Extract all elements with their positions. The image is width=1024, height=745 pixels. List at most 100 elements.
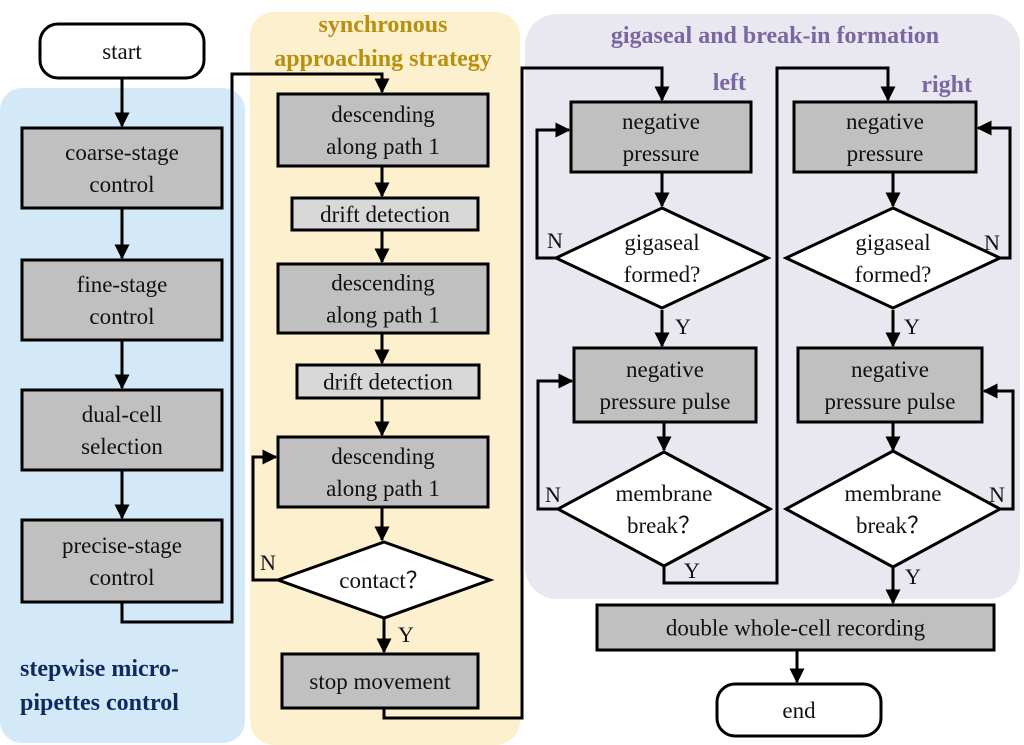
node-negL: negative pressure — [569, 100, 753, 174]
process-shape — [572, 346, 758, 424]
process-shape — [276, 92, 490, 168]
node-label: precise-stage — [62, 533, 182, 558]
node-desc1: descending along path 1 — [276, 92, 490, 168]
node-label: gigaseal — [855, 230, 930, 255]
label-breakL-no: N — [545, 482, 561, 507]
edge-breakL-no — [536, 373, 574, 511]
node-label: coarse-stage — [65, 140, 179, 165]
node-dual: dual-cell selection — [20, 388, 224, 472]
node-label: fine-stage — [77, 272, 168, 297]
edge-gigaL-no — [535, 122, 571, 260]
node-label: descending — [331, 102, 435, 127]
node-label: membrane — [615, 481, 712, 506]
node-desc2: descending along path 1 — [276, 262, 490, 335]
node-label: negative — [851, 357, 929, 382]
process-shape — [796, 346, 984, 424]
decision-shape — [782, 449, 1004, 569]
node-label: control — [89, 304, 154, 329]
node-stop: stop movement — [280, 652, 480, 710]
node-label: end — [782, 698, 816, 723]
decision-shape — [273, 540, 495, 620]
process-shape — [20, 258, 224, 342]
node-label: membrane — [844, 481, 941, 506]
node-end: end — [715, 682, 883, 738]
label-gigaR-yes: Y — [904, 314, 920, 339]
edge-gigaR-no — [976, 120, 1012, 260]
node-label: control — [89, 565, 154, 590]
node-label: gigaseal — [624, 230, 699, 255]
decision-shape — [782, 206, 1004, 310]
node-label: double whole-cell recording — [666, 616, 926, 641]
process-shape — [295, 363, 481, 400]
label-gigaL-yes: Y — [675, 314, 691, 339]
connectors — [114, 66, 1015, 720]
node-label: negative — [622, 109, 700, 134]
node-label: negative — [626, 357, 704, 382]
node-label: break？ — [627, 513, 701, 538]
node-breakL: membrane break？ — [554, 450, 774, 568]
decision-shape — [554, 450, 774, 568]
node-label: break？ — [856, 513, 930, 538]
node-precise: precise-stage control — [20, 518, 224, 604]
process-shape — [792, 100, 978, 174]
process-shape — [20, 518, 224, 604]
panel-mid-title-line1: synchronous — [319, 12, 448, 38]
label-breakR-no: N — [989, 482, 1005, 507]
process-shape — [280, 652, 480, 710]
label-gigaR-no: N — [984, 230, 1000, 255]
node-label: pressure — [623, 141, 700, 166]
node-label: along path 1 — [326, 134, 440, 159]
node-breakR: membrane break？ — [782, 449, 1004, 569]
decision-shape — [552, 206, 772, 310]
panel-left-title-line2: pipettes control — [20, 690, 179, 716]
node-record: double whole-cell recording — [595, 603, 996, 652]
node-fine: fine-stage control — [20, 258, 224, 342]
node-contact: contact？ — [273, 540, 495, 620]
nodes: start coarse-stage control fine-stage contro… — [20, 22, 1004, 738]
node-pulseR: negative pressure pulse — [796, 346, 984, 424]
panel-right-title: gigaseal and break-in formation — [611, 23, 939, 49]
edge-breakL-yes — [662, 66, 896, 585]
node-label: negative — [846, 109, 924, 134]
panel-mid-title-line2: approaching strategy — [274, 46, 492, 72]
node-label: descending — [331, 444, 435, 469]
label-contact-no: N — [260, 550, 276, 575]
node-label: control — [89, 172, 154, 197]
node-label: contact？ — [339, 568, 428, 593]
node-pulseL: negative pressure pulse — [572, 346, 758, 424]
node-gigaR: gigaseal formed? — [782, 206, 1004, 310]
node-label: start — [102, 39, 142, 64]
node-label: along path 1 — [326, 476, 440, 501]
subpanel-right-label: right — [921, 72, 972, 98]
node-label: pressure pulse — [600, 389, 731, 414]
process-shape — [276, 435, 490, 509]
label-breakR-yes: Y — [905, 564, 921, 589]
edge-breakR-no — [982, 383, 1015, 511]
process-shape — [20, 126, 224, 210]
process-shape — [595, 603, 996, 652]
node-label: selection — [81, 434, 163, 459]
node-label: formed? — [855, 262, 932, 287]
panel-left-title-line1: stepwise micro- — [20, 656, 179, 682]
terminal-shape — [715, 682, 883, 738]
subpanel-left-label: left — [713, 70, 746, 96]
node-start: start — [38, 22, 206, 80]
node-drift1: drift detection — [290, 196, 480, 232]
label-breakL-yes: Y — [684, 558, 700, 583]
node-desc3: descending along path 1 — [276, 435, 490, 509]
edge-stop-negL — [382, 66, 670, 720]
label-gigaL-no: N — [547, 228, 563, 253]
node-label: along path 1 — [326, 303, 440, 328]
node-label: dual-cell — [82, 402, 162, 427]
label-contact-yes: Y — [398, 622, 414, 647]
node-drift2: drift detection — [295, 363, 481, 400]
node-label: descending — [331, 271, 435, 296]
node-label: drift detection — [323, 370, 453, 395]
node-label: pressure pulse — [825, 389, 956, 414]
process-shape — [276, 262, 490, 335]
node-coarse: coarse-stage control — [20, 126, 224, 210]
edge-contact-no — [251, 449, 279, 582]
